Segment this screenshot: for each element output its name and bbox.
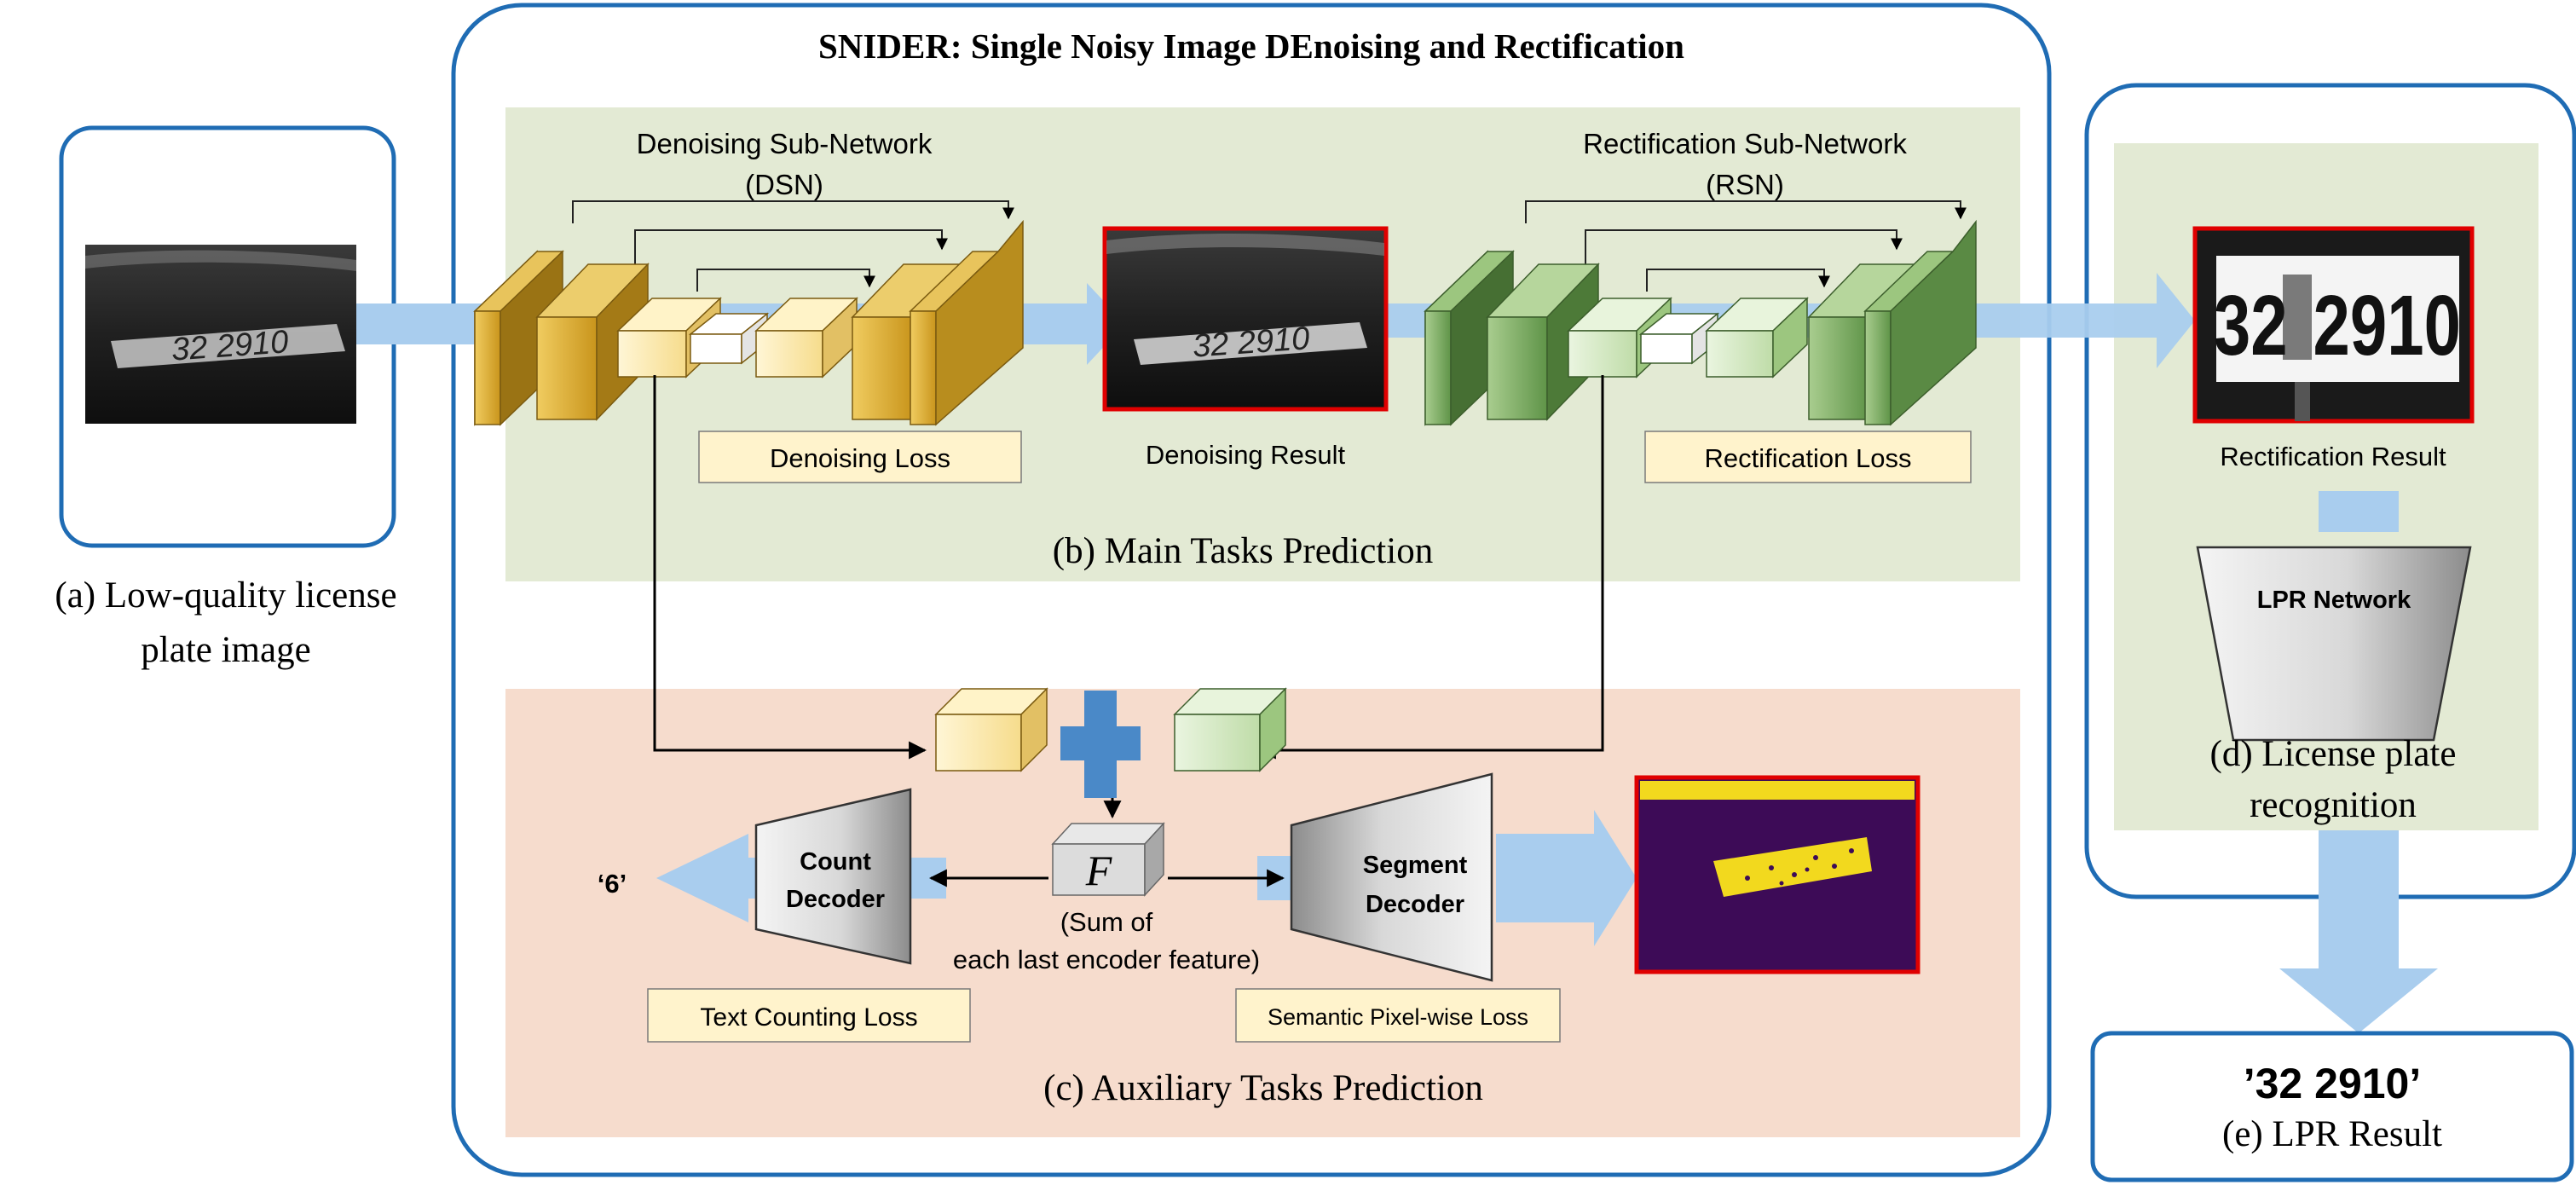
rectification-result-image [2192,226,2475,424]
rsn-label-line1: Rectification Sub-Network [1583,128,1907,159]
denoised-plate-text: 32 2910 [1192,321,1311,364]
lpr-network-label: LPR Network [2257,587,2411,614]
count-decoder-label-line2: Decoder [786,886,885,913]
input-plate-text: 32 2910 [170,324,290,367]
recognition-caption-line1: (d) License plate [2210,734,2457,774]
dsn-label-line2: (DSN) [745,169,823,200]
dsn-skip-connections [572,200,1014,292]
dsn-feature-cube [934,687,1048,772]
denoising-loss-label: Denoising Loss [770,443,950,473]
feature-f-cube [1051,822,1165,897]
segment-decoder-label-line1: Segment [1363,852,1468,879]
rsn-label-line2: (RSN) [1706,169,1784,200]
denoising-result-image: 32 2910 [1102,226,1389,412]
input-caption-line1: (a) Low-quality license [55,575,396,616]
rectification-result-label: Rectification Result [2220,442,2446,471]
count-output-label: ‘6’ [598,869,627,899]
auxiliary-tasks-caption: (c) Auxiliary Tasks Prediction [1043,1068,1483,1108]
text-counting-loss-label: Text Counting Loss [700,1003,917,1032]
snider-frame [451,3,2052,1177]
rectified-plate-left: 32 [2214,279,2288,374]
rectification-loss-box [1644,431,1972,483]
semantic-loss-box [1235,988,1561,1043]
dsn-network-blocks [473,219,1024,426]
segment-decoder-label-line2: Decoder [1366,891,1464,918]
denoising-result-label: Denoising Result [1146,440,1346,470]
main-tasks-caption: (b) Main Tasks Prediction [1053,531,1433,571]
plus-icon [1060,691,1141,798]
input-caption-line2: plate image [141,630,310,670]
rectification-loss-label: Rectification Loss [1705,443,1912,473]
segmentation-output-image [1634,775,1920,974]
diagram-title: SNIDER: Single Noisy Image DEnoising and… [818,26,1684,66]
count-decoder [754,788,912,965]
rsn-network-blocks [1424,219,1977,426]
recognition-caption-line2: recognition [2250,785,2417,825]
lpr-output-arrow [2279,830,2438,1033]
rsn-skip-connections [1525,200,1967,292]
lpr-result-caption: (e) LPR Result [2222,1114,2442,1154]
lpr-result-frame [2090,1031,2574,1182]
text-counting-loss-box [647,988,971,1043]
dsn-label-line1: Denoising Sub-Network [637,128,933,159]
feature-caption-line1: (Sum of [1060,907,1153,937]
feature-caption-line2: each last encoder feature) [953,945,1260,974]
rectified-plate-right: 2910 [2313,279,2460,374]
lpr-network-block [2196,546,2472,742]
seg-output-arrow [1496,810,1637,946]
encoder-feature-lines [653,375,1604,760]
lpr-result-value: ’32 2910’ [2244,1060,2422,1107]
rectified-down-arrow [2319,491,2399,532]
semantic-loss-label: Semantic Pixel-wise Loss [1268,1004,1528,1030]
rsn-feature-cube [1173,687,1287,772]
count-decoder-label-line1: Count [800,848,871,876]
segment-decoder [1290,772,1493,982]
feature-symbol: F [1085,847,1112,894]
input-plate-image: 32 2910 [85,245,356,424]
denoising-loss-box [698,431,1022,483]
